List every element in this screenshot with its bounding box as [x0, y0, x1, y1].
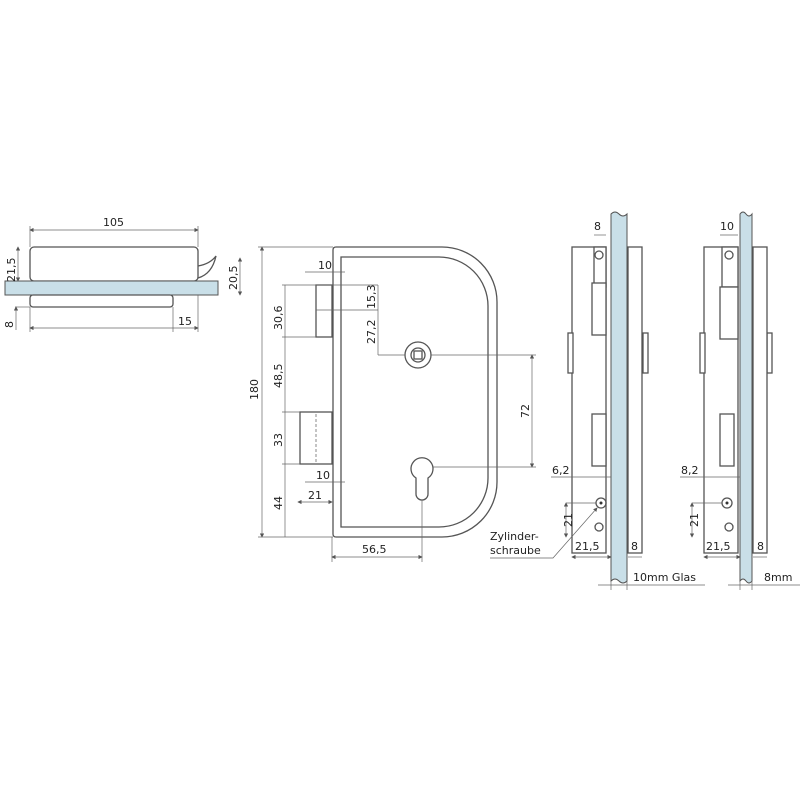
dim-72: 72: [519, 404, 532, 418]
counter-plate: [29, 294, 174, 308]
dim-6-2: 6,2: [552, 464, 570, 477]
dim-21-screw: 21: [562, 513, 575, 527]
callout-line1: Zylinder-: [490, 530, 539, 543]
dim-8-plate: 8: [757, 540, 764, 553]
side-view-8mm: 10 8,2 21 21,5 8 8mm: [680, 211, 800, 590]
callout-line2: schraube: [490, 544, 541, 557]
screw-icon: [594, 522, 604, 532]
dim-180: 180: [248, 379, 261, 400]
dim-10-top: 10: [720, 220, 734, 233]
dim-20-5: 20,5: [227, 266, 240, 291]
side-view-10mm: 8 6,2 21 21,5 8 10mm Glas: [551, 211, 705, 590]
dim-21: 21: [308, 489, 322, 502]
glass-pane: [4, 280, 219, 296]
dim-21-5: 21,5: [575, 540, 600, 553]
dim-33: 33: [272, 433, 285, 447]
follower: [404, 341, 432, 369]
screw-icon: [724, 250, 734, 260]
dim-8: 8: [3, 321, 16, 328]
dim-21-screw: 21: [688, 513, 701, 527]
glass-10mm: [610, 211, 628, 584]
cylinder-screw-callout: Zylinder- schraube: [490, 507, 598, 559]
latch-bolt: [315, 284, 333, 338]
keyhole: [410, 457, 434, 501]
screw-icon: [724, 522, 734, 532]
dim-48-5: 48,5: [272, 364, 285, 389]
dim-21-5: 21,5: [5, 258, 18, 283]
dim-27-2: 27,2: [365, 320, 378, 345]
screw-icon: [594, 250, 604, 260]
dim-8-2: 8,2: [681, 464, 699, 477]
dim-30-6: 30,6: [272, 306, 285, 331]
dim-8-plate: 8: [631, 540, 638, 553]
lock-case: [332, 246, 498, 538]
counter-plate-side: [752, 246, 768, 554]
counter-plate-side: [627, 246, 643, 554]
glass-label-8mm: 8mm: [764, 571, 792, 584]
front-view: 180 30,6 48,5 33 44 10 10 21 15,3 27,2 7…: [248, 246, 536, 562]
dim-10-bolt: 10: [316, 469, 330, 482]
dim-15-3: 15,3: [365, 285, 378, 310]
dim-21-5: 21,5: [706, 540, 731, 553]
dim-10-latch: 10: [318, 259, 332, 272]
glass-8mm: [739, 211, 753, 584]
dim-15: 15: [178, 315, 192, 328]
top-view: 105 21,5 20,5 8 15: [3, 216, 243, 332]
dim-44: 44: [272, 496, 285, 510]
dim-105: 105: [103, 216, 124, 229]
lock-body-top: [29, 246, 199, 282]
latch-icon: [197, 255, 217, 279]
glass-label-10mm: 10mm Glas: [633, 571, 696, 584]
dim-8-top: 8: [594, 220, 601, 233]
dim-56-5: 56,5: [362, 543, 387, 556]
